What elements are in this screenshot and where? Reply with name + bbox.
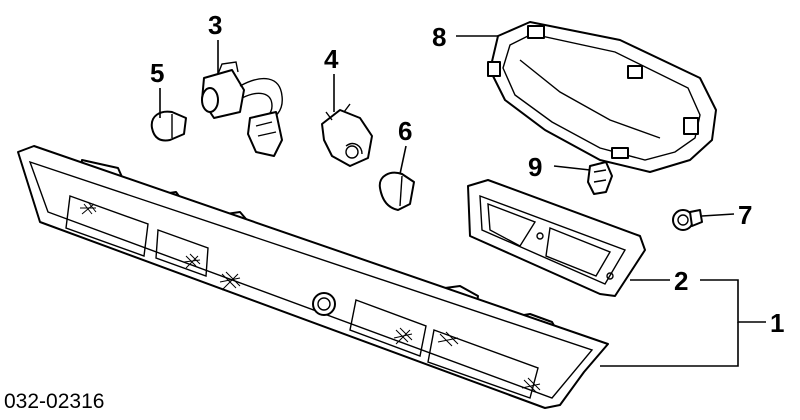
catalog-code: 032-02316	[4, 390, 104, 413]
callout-9: 9	[528, 152, 542, 182]
callout-labels: 3 5 4 6 8 9 7 2 1	[150, 10, 784, 338]
part-lamp-housing	[487, 21, 717, 173]
callout-1: 1	[770, 308, 784, 338]
callout-8: 8	[432, 22, 446, 52]
part-bulb-socket	[321, 103, 373, 167]
callout-3: 3	[208, 10, 222, 40]
callout-2: 2	[674, 266, 688, 296]
callout-6: 6	[398, 116, 412, 146]
part-clip	[587, 161, 613, 195]
part-wedge-bulb-small	[150, 110, 187, 142]
part-wedge-bulb	[378, 171, 415, 211]
part-lens-gasket	[467, 179, 646, 297]
callout-5: 5	[150, 58, 164, 88]
part-grommet	[672, 209, 703, 231]
callout-7: 7	[738, 200, 752, 230]
part-socket-harness	[201, 61, 283, 157]
leader-lines	[159, 35, 766, 367]
part-license-lamp-assembly	[17, 145, 609, 409]
callout-4: 4	[324, 44, 339, 74]
